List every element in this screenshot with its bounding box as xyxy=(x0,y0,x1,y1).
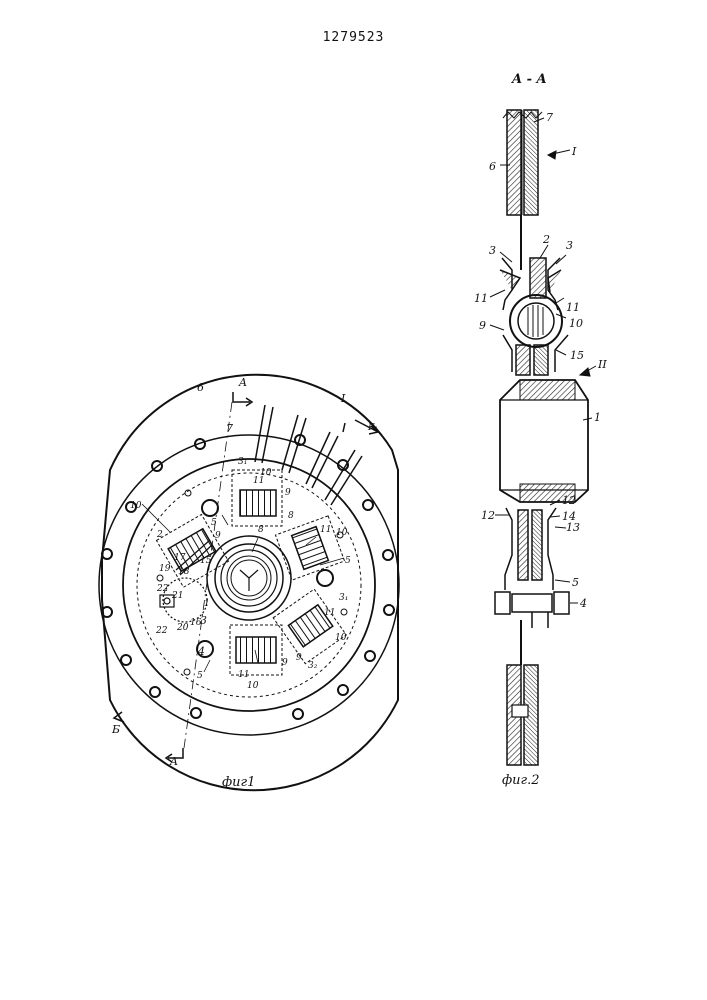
fig1-label-force: F₁ xyxy=(367,423,378,433)
fig1-label-9-bottom: 9 xyxy=(282,658,288,668)
fig1-label-4: 4 xyxy=(197,645,205,658)
fig1-label-2: 2 xyxy=(156,530,163,540)
fig1-label-11-right: 11 xyxy=(320,525,331,535)
fig2-label-2: 2 xyxy=(542,233,550,246)
fig2-label-9: 9 xyxy=(479,319,486,332)
fig2-upper-plates xyxy=(500,258,561,310)
fig1-label-5-upper: 5 xyxy=(211,518,217,528)
fig1-label-10-bottom: 10 xyxy=(247,681,259,691)
fig1-label-10-left: 10 xyxy=(130,501,142,511)
fig2-label-11-left: 11 xyxy=(474,292,488,305)
fig2-label-15: 15 xyxy=(570,349,584,362)
fig1-label-section-a-top: A xyxy=(238,376,247,389)
figure-1: 6 7 A I F₁ 10 5 9 11 9 3₁ 10 8 8 11 10 5… xyxy=(99,375,399,790)
fig1-label-19: 19 xyxy=(159,564,171,574)
hub xyxy=(207,536,291,620)
fig1-label-11-bottom: 11 xyxy=(238,670,249,680)
fig2-label-1: 1 xyxy=(594,411,601,424)
fig2-top-linings xyxy=(503,110,542,215)
fig1-label-9-left: 9 xyxy=(215,531,221,541)
fig2-label-3-left: 3 xyxy=(489,244,496,257)
fig1-label-7: 7 xyxy=(226,422,233,435)
fig1-label-8-a: 8 xyxy=(288,511,294,521)
fig1-label-view-i: I xyxy=(340,392,346,405)
fig2-label-view-i: I xyxy=(571,145,577,158)
fig1-label-section-a-bottom: A xyxy=(169,755,178,768)
fig1-label-6: 6 xyxy=(197,381,204,394)
fig1-label-10-right: 10 xyxy=(336,528,348,538)
damper-spring-right xyxy=(275,516,344,580)
fig1-label-10-lower-right: 10 xyxy=(335,633,347,643)
fig2-label-6: 6 xyxy=(489,160,496,173)
fig1-label-21: 21 xyxy=(171,591,183,601)
fig2-label-12-left: 12 xyxy=(481,509,495,522)
fig1-label-8-b: 8 xyxy=(258,525,264,535)
fig1-label-10-top: 10 xyxy=(260,468,272,478)
fig1-label-20: 20 xyxy=(176,623,189,633)
fig2-lower-plates xyxy=(503,335,568,375)
fig1-label-5-right: 5 xyxy=(345,556,351,566)
damper-spring-bottom xyxy=(230,625,282,675)
fig1-label-32: 3₂ xyxy=(308,661,318,671)
fig2-label-3-right: 3 xyxy=(566,239,573,252)
fig1-caption: фиг1 xyxy=(222,775,255,790)
fig2-caption: фиг.2 xyxy=(502,773,540,788)
fig1-label-31-right: 3₁ xyxy=(339,593,348,603)
fig2-lower-assembly xyxy=(495,508,569,628)
fig2-spring xyxy=(510,295,562,347)
fig2-label-10: 10 xyxy=(569,317,583,330)
fig1-label-1: 1 xyxy=(204,599,210,609)
section-marks xyxy=(114,392,378,762)
fig1-label-section-b: Б xyxy=(111,723,120,736)
fig2-label-5: 5 xyxy=(572,576,579,589)
fig1-label-17: 17 xyxy=(174,553,186,563)
fig1-label-9-lower-right: 9 xyxy=(296,653,302,663)
fig1-label-15: 15 xyxy=(200,556,212,566)
fig1-label-22-upper: 22 xyxy=(156,584,169,594)
fig2-label-11-right: 11 xyxy=(566,301,580,314)
fig1-label-5-lower: 5 xyxy=(197,671,203,681)
fig2-hub xyxy=(500,380,588,502)
fig2-label-13: 13 xyxy=(566,521,580,534)
fig1-label-3: 3 xyxy=(200,614,207,627)
fig2-label-view-ii: II xyxy=(597,358,607,371)
fig1-label-31: 3₁ xyxy=(238,457,247,467)
fig2-label-12-right: 12 xyxy=(562,494,576,507)
fig2-label-4: 4 xyxy=(579,597,587,610)
fig1-label-9-top: 9 xyxy=(285,488,291,498)
figure-2: A - A xyxy=(474,72,607,788)
fig2-bottom-linings xyxy=(507,665,538,765)
fig1-label-18: 18 xyxy=(178,567,190,577)
fig1-label-11-lower-right: 11 xyxy=(324,608,335,618)
fig1-label-22-lower: 22 xyxy=(155,626,168,636)
friction-disc-outline xyxy=(102,375,398,790)
fig2-section-title: A - A xyxy=(510,72,547,87)
fig2-label-7: 7 xyxy=(546,111,553,124)
